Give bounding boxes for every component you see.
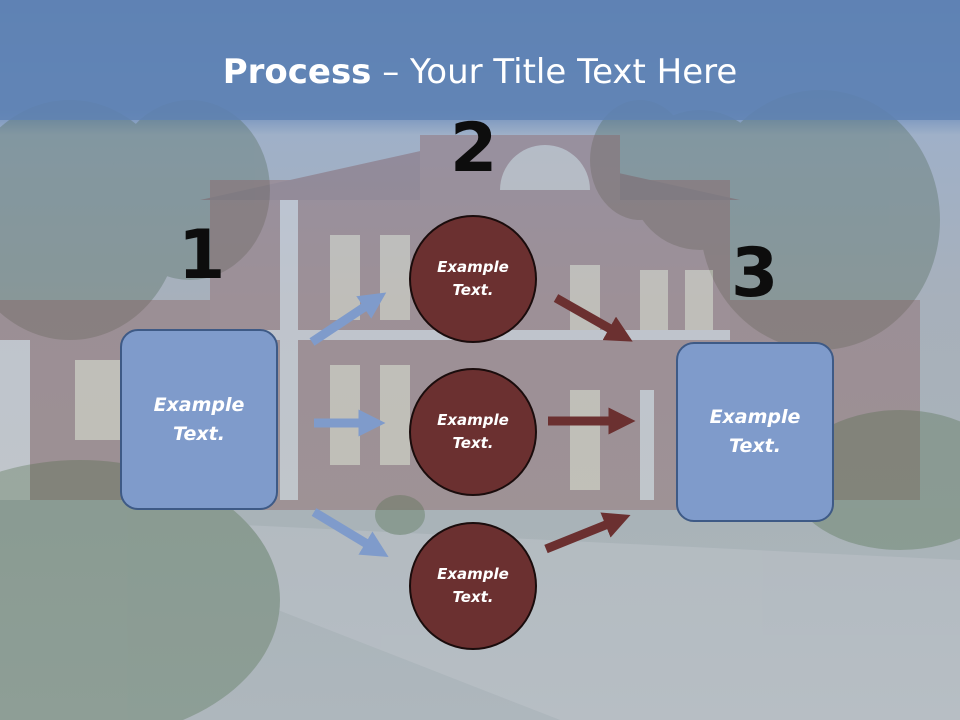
arrow-bottom-to-3 — [544, 512, 631, 554]
circle-top: Example Text. — [409, 215, 537, 343]
arrow-top-to-3 — [553, 294, 633, 342]
right-box-label: Example Text. — [709, 406, 801, 457]
arrow-1-to-bottom — [311, 508, 389, 557]
right-box: Example Text. — [676, 342, 834, 522]
title-rest: – Your Title Text Here — [371, 52, 738, 92]
left-box-label: Example Text. — [153, 393, 245, 445]
circle-middle: Example Text. — [409, 368, 537, 496]
slide-title: Process – Your Title Text Here — [0, 52, 960, 92]
step-number-1: 1 — [178, 216, 226, 295]
title-bold: Process — [222, 52, 372, 92]
circle-bottom-label: Example Text. — [437, 565, 509, 606]
step-number-2: 2 — [450, 109, 498, 188]
circle-bottom: Example Text. — [409, 522, 537, 650]
left-box: Example Text. — [120, 329, 278, 510]
circle-middle-label: Example Text. — [437, 411, 509, 452]
circle-top-label: Example Text. — [437, 258, 509, 299]
step-number-3: 3 — [731, 234, 779, 313]
arrow-1-to-top — [309, 292, 387, 346]
